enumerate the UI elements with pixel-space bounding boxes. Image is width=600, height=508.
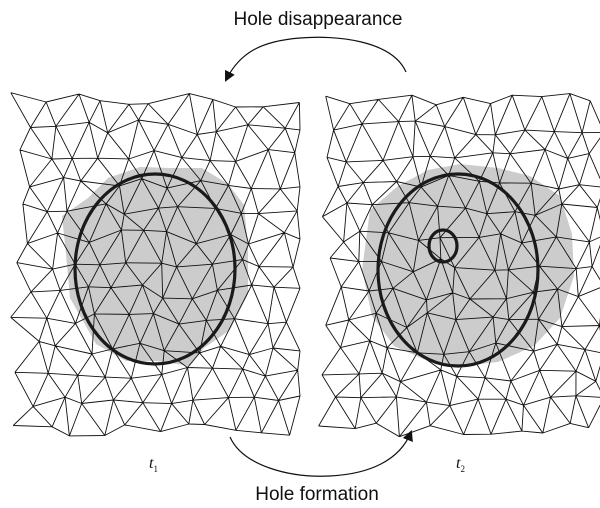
time-label: t1 <box>149 455 158 474</box>
hole-boundary <box>427 228 459 264</box>
mesh-panel-t2: t2 <box>318 93 600 474</box>
hole-formation-label: Hole formation <box>255 484 379 505</box>
time-label: t2 <box>456 455 465 474</box>
mesh-panel-t1: t1 <box>10 92 301 474</box>
domain-boundary <box>376 172 540 368</box>
shaded-region <box>62 167 248 366</box>
triangular-mesh <box>10 92 301 437</box>
hole-disappearance-label: Hole disappearance <box>233 9 402 30</box>
mesh-edges <box>10 92 301 437</box>
hole-disappearance-arrow <box>225 36 407 82</box>
shaded-region <box>362 164 574 366</box>
domain-boundary <box>73 172 237 366</box>
hole-formation-arrow <box>229 429 413 477</box>
